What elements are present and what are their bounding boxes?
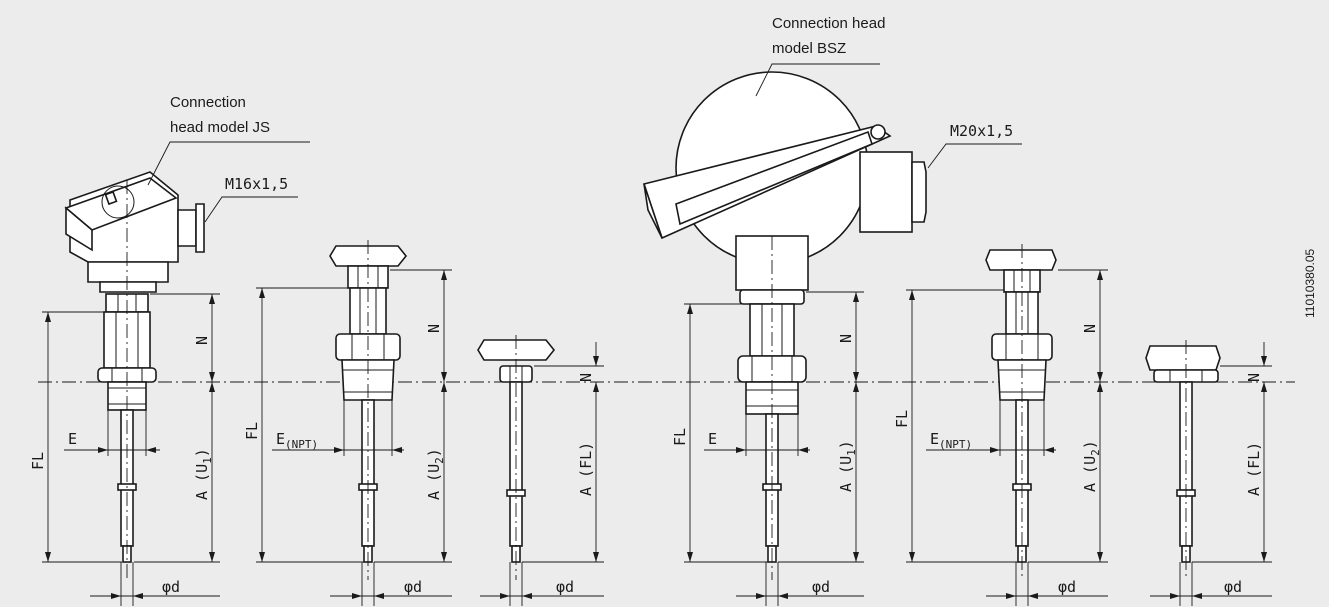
dim-e-4: E <box>708 430 717 448</box>
dim-a-u2-2: A (U2) <box>1081 440 1102 492</box>
thermometer-npt-1: FL N A (U2) E(NPT) φd <box>243 240 452 606</box>
label-thread-m20: M20x1,5 <box>950 122 1013 140</box>
thermometer-bsz-parallel: FL N A (U1) E φd Connection head model B… <box>642 15 1022 606</box>
dim-diameter-3: φd <box>556 578 574 596</box>
dim-a-u1: A (U1) <box>193 448 214 500</box>
connection-head-bsz <box>642 71 927 305</box>
thermometer-direct-2: N A (FL) φd <box>1145 340 1272 606</box>
thermometer-npt-2: FL N A (U2) E(NPT) φd <box>893 244 1108 606</box>
dim-e-npt: E(NPT) <box>276 430 318 451</box>
dim-a-u2: A (U2) <box>425 448 446 500</box>
dim-diameter-2: φd <box>404 578 422 596</box>
thermometer-js-parallel: FL N A (U1) E φd Connection head model J… <box>29 94 310 606</box>
dim-e: E <box>68 430 77 448</box>
dim-fl-5: FL <box>893 410 911 428</box>
label-head-bsz-line2: model BSZ <box>772 40 846 57</box>
connection-head-js <box>64 171 205 293</box>
dim-fl-4: FL <box>671 428 689 446</box>
dim-n-4: N <box>837 334 855 343</box>
dim-diameter-4: φd <box>812 578 830 596</box>
label-thread-m16: M16x1,5 <box>225 175 288 193</box>
dim-fl: FL <box>29 452 47 470</box>
dim-diameter-5: φd <box>1058 578 1076 596</box>
dim-n-3: N <box>577 373 595 382</box>
dim-a-u1-2: A (U1) <box>837 440 858 492</box>
dim-a-fl-2: A (FL) <box>1245 442 1263 496</box>
label-head-js-line2: head model JS <box>170 119 270 136</box>
label-head-bsz-line1: Connection head <box>772 15 885 32</box>
dim-e-npt-2: E(NPT) <box>930 430 972 451</box>
document-number: 11010380.05 <box>1303 248 1317 318</box>
mating-part <box>329 245 408 267</box>
dim-diameter-6: φd <box>1224 578 1242 596</box>
dim-n-5: N <box>1081 324 1099 333</box>
thermometer-direct-1: N A (FL) φd <box>477 335 604 606</box>
dim-n-6: N <box>1245 373 1263 382</box>
label-head-js-line1: Connection <box>170 94 246 111</box>
dim-a-fl: A (FL) <box>577 442 595 496</box>
dim-fl-2: FL <box>243 422 261 440</box>
dim-n-2: N <box>425 324 443 333</box>
dim-n: N <box>193 336 211 345</box>
dim-diameter: φd <box>162 578 180 596</box>
